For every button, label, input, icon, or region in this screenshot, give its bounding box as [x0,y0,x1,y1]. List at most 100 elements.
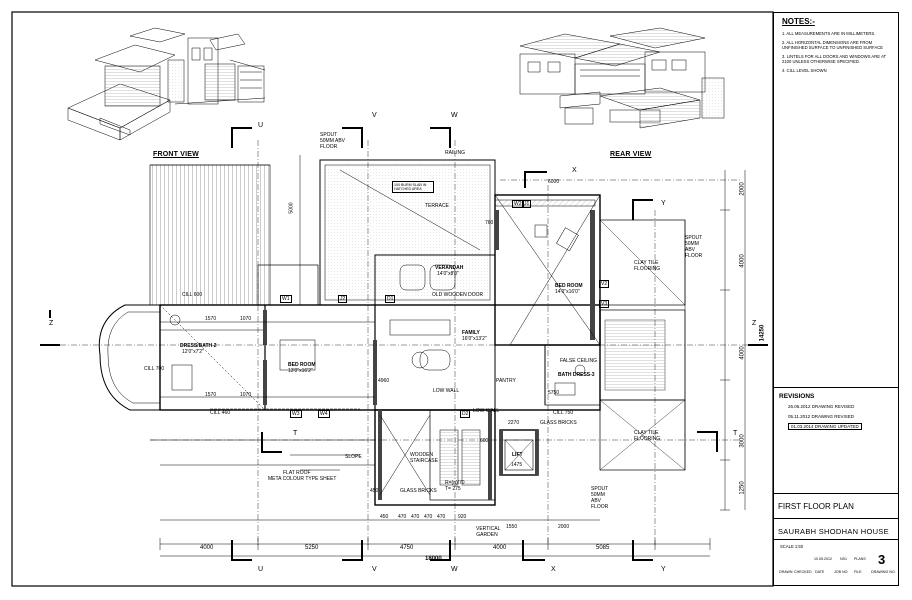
label-checked: CHECKED [794,570,812,574]
label-drawing-no: DRAWING NO. [871,570,896,574]
scale-label: SCALE 1:50 [780,544,804,549]
wooden-staircase-label: WOODEN STAIRCASE [410,452,438,464]
label-date: DATE [815,570,825,574]
job-no-value: NS1 [840,557,847,561]
section-y-top: Y [661,200,666,207]
note-1: 1. ALL MEASUREMENTS ARE IN MILLIMETERS. [782,31,876,36]
dim-inner-5: 470 [437,514,446,520]
section-w-bottom: W [451,566,458,573]
false-ceiling-label: FALSE CEILING [560,358,597,364]
room-bedroom-left: BED ROOM [288,362,316,368]
dim-plan-3: 6000 [548,179,560,185]
room-dressbath2: DRESS/BATH-2 [180,343,217,349]
cill-label-2: CILL 460 [210,410,231,416]
clay-tile-label-1: CLAY TILE FLOORING [634,260,661,272]
room-family-size: 16'0"x13'2" [462,336,487,342]
dim-inner-3: 470 [411,514,420,520]
dim-right-2: 4000 [739,254,746,268]
section-x-bottom: X [551,566,556,573]
room-bedroom-right: BED ROOM [555,283,583,289]
drawing-number: 3 [878,552,886,567]
dim-inner-7: 1550 [506,524,518,530]
window-tag-v3: V3 [599,300,610,308]
date-value: 10.05.2012 [814,557,832,561]
curved-balcony [98,304,161,411]
dim-total: 18000 [425,556,442,562]
room-verandah: VERANDAH [435,265,464,271]
clay-tile-label-2: CLAY TILE FLOORING [634,430,661,442]
dim-bottom-1: 4000 [200,545,214,551]
dim-left-inner-3: 1570 [205,392,217,398]
note-3: 3. LINTELS FOR ALL DOORS AND WINDOWS ARE… [782,54,886,64]
revisions-divider [774,387,898,388]
window-tag-j1: J1 [522,200,532,208]
front-3d-view [67,27,266,141]
glass-bricks-label-2: GLASS BRICKS [540,420,577,426]
dim-inner-6: 920 [458,514,467,520]
cill-label-1: CILL 600 [182,292,203,298]
low-wall-label-2: LOW WALL [473,408,500,414]
file-value: PLANS [854,557,866,561]
dim-left-inner-1: 1570 [205,316,217,322]
project-name: SAURABH SHODHAN HOUSE [778,527,889,536]
room-lift: LIFT [512,452,523,458]
glass-bricks-label-1: GLASS BRICKS [400,488,437,494]
railing-label: RAILING [445,150,466,156]
front-roof-hatch [149,164,271,306]
section-x-top: X [572,167,577,174]
room-bath-dress3: BATH DRESS-3 [558,372,595,378]
revision-3: 01.03.2014 DRAWING UPDATED [788,423,862,430]
window-tag-w3: W3 [290,410,302,418]
title-block: NOTES:- 1. ALL MEASUREMENTS ARE IN MILLI… [773,12,899,586]
cill-label-4: CILL 750 [553,410,574,416]
low-wall-label-1: LOW WALL [433,388,460,394]
label-drawn: DRAWN [779,570,793,574]
label-job-no: JOB NO. [834,570,849,574]
revision-2: 05.11.2012 DRAWING REVISED [788,414,855,419]
window-tag-w4: W4 [318,410,330,418]
dim-left-inner-2: 1070 [240,316,252,322]
dim-bottom-3: 4750 [400,545,414,551]
revisions-title: REVISIONS [779,393,815,400]
meta-sheet-label: META COLOUR TYPE SHEET [268,476,337,482]
dim-left-inner-4: 1070 [240,392,252,398]
window-tag-d2: D2 [460,410,471,418]
vertical-garden-label: VERTICAL GARDEN [476,526,501,538]
grid-lines [60,140,748,545]
dim-bottom-5: 5085 [596,545,610,551]
note-4: 4. CILL LEVEL SHOWN [782,68,827,73]
terrace-slab-note: 100 BURM SLAB IN HATCHED AREA [392,181,434,193]
room-pantry: PANTRY [496,378,516,384]
stair-diagonals [159,169,601,496]
dim-plan-1: 5000 [288,202,295,214]
dim-plan-5: 1475 [511,462,523,468]
title-divider [774,493,898,494]
room-terrace: TERRACE [425,203,449,209]
project-divider [774,518,898,519]
dim-inner-4: 470 [424,514,433,520]
revision-1: 26.06.2012 DRAWING REVISED [788,404,855,409]
dim-right-total: 14250 [759,324,766,342]
section-w-top: W [451,112,458,119]
section-v-top: V [372,112,377,119]
dim-plan-8: 450 [370,488,379,494]
room-verandah-size: 14'0"x8'0" [437,271,459,277]
room-bedroom-left-size: 13'0"x16'2" [288,368,313,374]
dim-plan-4: 2270 [508,420,520,426]
wall-solid-fills [263,210,595,500]
flat-roof-label: FLAT ROOF [283,470,311,476]
room-dressbath2-size: 12'0"x7'2" [182,349,204,355]
section-u-bottom: U [258,566,264,573]
window-tag-w1: W1 [280,295,292,303]
dim-right-3: 4000 [739,346,746,360]
dim-right-4: 3000 [739,434,746,448]
dimension-lines [159,155,746,557]
drawing-title: FIRST FLOOR PLAN [778,502,854,511]
scale-divider [774,539,898,540]
label-file: FILE [854,570,862,574]
room-family: FAMILY [462,330,480,336]
section-markers [40,127,768,561]
lower-roof [150,439,375,471]
rear-3d-view [519,27,725,129]
